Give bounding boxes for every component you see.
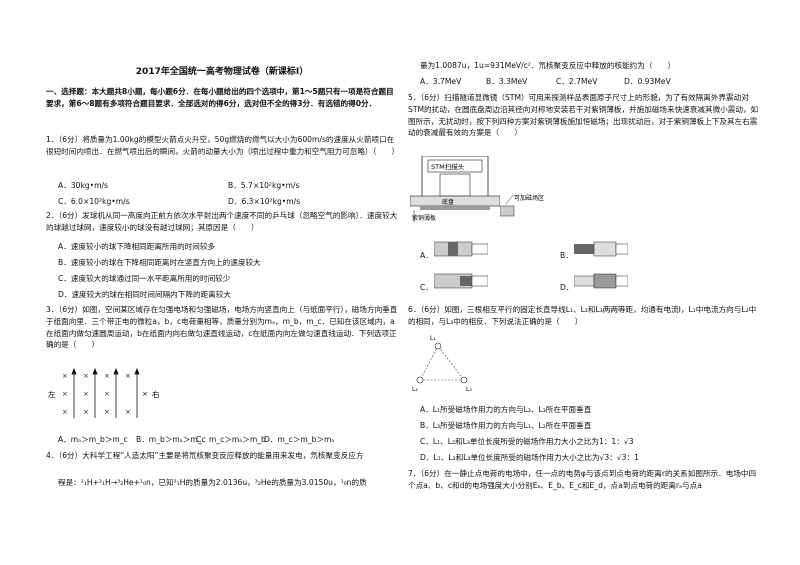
- q2-option-d: D．速度较大的球在相同时间间隔内下降的距离较大: [58, 290, 231, 299]
- q6-label-l3: L₃: [466, 386, 472, 393]
- section-heading: 一、选择题：本大题共8小题，每小题6分．在每小题给出的四个选项中，第1～5题只有…: [46, 87, 394, 108]
- q2-stem: 2．（6分）发球机从同一高度向正前方依次水平射出两个速度不同的乒乓球（忽略空气的…: [46, 211, 398, 232]
- q4-stem-cont: 量为1.0087u，1u=931MeV/c²．氘核聚变反应中释放的核能约为（ ）: [420, 61, 676, 70]
- q3-option-c: C．m_c＞mₐ＞m_b: [196, 435, 266, 444]
- q3-stem: 3．（6分）如图，空间某区域存在匀强电场和匀强磁场，电场方向竖直向上（与纸面平行…: [46, 305, 398, 350]
- q5-label-plate: 紫铜薄板: [412, 214, 436, 222]
- q6-option-c: C．L₁、L₂和L₃单位长度所受的磁场作用力大小之比为1：1：√3: [420, 437, 634, 446]
- q1-option-a: A．30kg•m/s: [58, 181, 109, 190]
- q2-option-c: C．速度较大的球通过同一水平距离所用的时间较少: [58, 274, 231, 283]
- q6-option-d: D．L₁、L₂和L₃单位长度所受的磁场作用力大小之比为√3：√3：1: [420, 453, 639, 462]
- q5-label-pan: 底盘: [442, 198, 454, 206]
- q3-option-b: B．m_b＞mₐ＞m_c: [136, 435, 206, 444]
- q2-option-a: A．速度较小的球下降相同距离所用的时间较多: [58, 242, 216, 251]
- q6-label-l2: L₂: [412, 386, 418, 393]
- q5-option-a-figure: [434, 241, 488, 257]
- svg-text:×: ×: [142, 390, 148, 398]
- q2-option-b: B．速度较小的球在下降相同距离时在竖直方向上的速度较大: [58, 258, 261, 267]
- svg-text:×: ×: [62, 408, 68, 416]
- svg-text:×: ×: [125, 408, 131, 416]
- svg-text:×: ×: [83, 390, 89, 398]
- q5-stm-figure: STM扫描头 底盘 紫铜薄板: [410, 156, 500, 222]
- q7-stem: 7．（6分）在一静止点电荷的电场中，任一点的电势φ与该点到点电荷的距离r的关系如…: [408, 469, 757, 490]
- svg-text:×: ×: [125, 372, 131, 380]
- svg-text:×: ×: [62, 390, 68, 398]
- svg-text:×: ×: [104, 408, 110, 416]
- q4-option-b: B．3.3MeV: [486, 77, 528, 86]
- q4-option-d: D．0.93MeV: [624, 77, 671, 86]
- svg-text:×: ×: [83, 408, 89, 416]
- q5-option-b-figure: [574, 241, 628, 257]
- svg-text:×: ×: [83, 372, 89, 380]
- q4-option-c: C．2.7MeV: [556, 77, 598, 86]
- q5-option-d-figure: [574, 273, 628, 289]
- q1-option-c: C．6.0×10²kg•m/s: [58, 197, 130, 206]
- svg-text:×: ×: [62, 372, 68, 380]
- q6-label-l1: L₁: [430, 335, 436, 342]
- q5-field-zone-figure: 可加磁场区: [500, 193, 544, 217]
- q3-option-a: A．mₐ＞m_b＞m_c: [58, 435, 128, 444]
- page-title: 2017年全国统一高考物理试卷（新课标I）: [135, 67, 309, 77]
- q5-option-d: D．: [560, 283, 574, 292]
- q5-stem: 5．（6分）扫描隧道显微镜（STM）可用来探测样品表面原子尺寸上的形貌，为了有效…: [408, 93, 759, 138]
- q3-label-right: 右: [152, 389, 160, 399]
- q5-label-field: 可加磁场区: [514, 194, 544, 202]
- svg-text:×: ×: [104, 372, 110, 380]
- q1-stem: 1．（6分）将质量为1.00kg的模型火箭点火升空，50g燃烧的燃气以大小为60…: [46, 135, 400, 156]
- q6-option-b: B．L₃所受磁场作用力的方向与L₁、L₂所在平面垂直: [420, 421, 592, 430]
- q3-label-left: 左: [48, 389, 56, 399]
- svg-text:×: ×: [104, 390, 110, 398]
- q6-wires-figure: L₁ L₂ L₃: [412, 335, 472, 393]
- q5-option-a: A．: [420, 251, 433, 260]
- q1-option-b: B．5.7×10²kg•m/s: [228, 181, 300, 190]
- q5-option-c-figure: [434, 273, 488, 289]
- q6-stem: 6．（6分）如图，三根相互平行的固定长直导线L₁、L₂和L₃两两等距，均通有电流…: [408, 305, 757, 326]
- q6-option-a: A．L₁所受磁场作用力的方向与L₂、L₃所在平面垂直: [420, 405, 592, 414]
- q1-option-d: D．6.3×10²kg•m/s: [228, 197, 301, 206]
- q4-stem-equation: 程是：²₁H+²₁H→³₂He+¹₀n，已知²₁H的质量为2.0136u，³₂H…: [58, 478, 367, 487]
- q4-option-a: A．3.7MeV: [420, 77, 462, 86]
- q5-option-b: B．: [560, 251, 573, 260]
- q3-field-figure: × × × × × × × × × × × 左 × 右: [48, 368, 160, 418]
- q4-stem: 4．（6分）大科学工程“人造太阳”主要是将氘核聚变反应释放的能量用来发电，氘核聚…: [46, 451, 364, 460]
- q5-option-c: C．: [420, 283, 433, 292]
- q3-option-d: D．m_c＞m_b＞mₐ: [264, 435, 335, 444]
- q5-label-stm: STM扫描头: [431, 162, 465, 171]
